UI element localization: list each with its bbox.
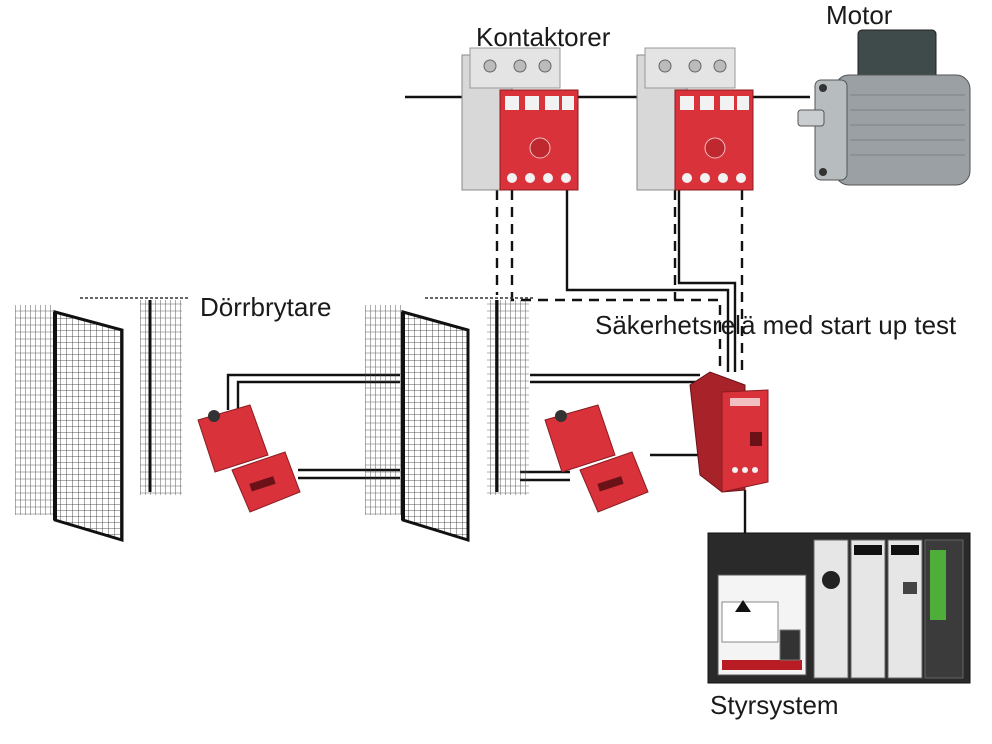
motor (797, 29, 971, 186)
motor-icon (797, 29, 971, 186)
fence-right (365, 297, 535, 543)
door-switch-2 (544, 404, 649, 513)
door-switch-1-wire-a (226, 373, 400, 410)
plc-rack-icon (707, 532, 971, 684)
motor-label: Motor (826, 0, 893, 30)
contactor-2 (636, 47, 754, 191)
contactor-1 (461, 47, 579, 191)
wiring (226, 95, 810, 533)
fence-left (15, 297, 190, 543)
interlock-switch-icon (197, 404, 301, 513)
safety-relay-label: Säkerhetsrelä med start up test (595, 310, 957, 340)
contactor2-coil-line (677, 190, 737, 372)
contactor-icon (636, 47, 754, 191)
door-switch-1 (197, 404, 301, 513)
safety-relay-icon (689, 371, 769, 493)
control-system-label: Styrsystem (710, 690, 839, 720)
contactor1-feedback-dashed (510, 190, 722, 370)
door-switch-1-wire-b (236, 380, 400, 410)
mesh-fence-gate-icon (15, 297, 190, 543)
contactors-label: Kontaktorer (476, 22, 611, 52)
door-switch-label: Dörrbrytare (200, 292, 332, 322)
mesh-fence-gate-icon (365, 297, 535, 543)
safety-relay (689, 371, 769, 493)
interlock-switch-icon (544, 404, 649, 513)
contactor1-coil-line (565, 190, 730, 372)
control-system (707, 532, 971, 684)
contactor-icon (461, 47, 579, 191)
